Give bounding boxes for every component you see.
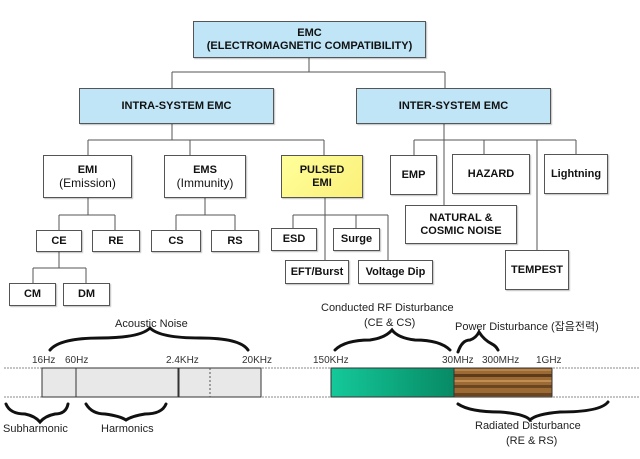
- tempest-label: TEMPEST: [511, 263, 563, 276]
- natural-line2: COSMIC NOISE: [420, 224, 502, 237]
- ce-label: CE: [51, 234, 67, 247]
- tempest-node: TEMPEST: [505, 250, 569, 290]
- pulsed-emi-line1: PULSED: [299, 163, 345, 176]
- radiated-sublabel: (RE & RS): [506, 435, 558, 447]
- conducted-band: [330, 367, 455, 398]
- tick-30mhz: 30MHz: [442, 355, 474, 366]
- ems-subtitle: (Immunity): [176, 175, 234, 190]
- acoustic-brace: [48, 325, 250, 352]
- harmonics-brace: [84, 402, 168, 422]
- emi-node: EMI (Emission): [43, 155, 132, 198]
- subharmonic-band: [41, 367, 77, 398]
- natural-cosmic-noise-node: NATURAL & COSMIC NOISE: [405, 205, 517, 244]
- emc-root-node: EMC (ELECTROMAGNETIC COMPATIBILITY): [193, 21, 426, 58]
- tick-60hz: 60Hz: [65, 355, 89, 366]
- radiated-band: [453, 367, 553, 398]
- hazard-label: HAZARD: [467, 167, 515, 180]
- cs-label: CS: [168, 234, 184, 247]
- conducted-rf-sublabel: (CE & CS): [364, 317, 416, 329]
- eft-burst-label: EFT/Burst: [290, 265, 344, 278]
- pulsed-emi-line2: EMI: [312, 176, 332, 189]
- dm-label: DM: [77, 288, 96, 300]
- surge-label: Surge: [340, 233, 373, 245]
- power-brace: [456, 328, 500, 354]
- emi-title: EMI: [77, 163, 98, 176]
- cm-label: CM: [23, 288, 42, 300]
- inter-system-label: INTER-SYSTEM EMC: [398, 99, 509, 112]
- tick-16hz: 16Hz: [32, 355, 56, 366]
- intra-system-label: INTRA-SYSTEM EMC: [121, 99, 232, 112]
- re-label: RE: [108, 234, 124, 247]
- emp-node: EMP: [390, 155, 437, 195]
- intra-system-emc-node: INTRA-SYSTEM EMC: [79, 88, 274, 124]
- voltage-dip-label: Voltage Dip: [365, 265, 426, 278]
- natural-line1: NATURAL &: [429, 211, 493, 224]
- subharmonic-label: Subharmonic: [3, 423, 68, 435]
- cm-node: CM: [9, 283, 56, 306]
- tick-150khz: 150KHz: [313, 355, 349, 366]
- tick-20khz: 20KHz: [242, 355, 273, 366]
- surge-node: Surge: [333, 228, 380, 251]
- power-disturbance-label: Power Disturbance (잡음전력): [455, 321, 599, 333]
- rs-node: RS: [211, 230, 259, 252]
- tick-1ghz: 1GHz: [536, 355, 562, 366]
- radiated-brace: [456, 400, 610, 423]
- emp-label: EMP: [401, 168, 426, 181]
- acoustic-noise-label: Acoustic Noise: [115, 318, 188, 330]
- ems-node: EMS (Immunity): [164, 155, 246, 198]
- emi-subtitle: (Emission): [59, 175, 116, 190]
- re-node: RE: [92, 230, 140, 252]
- eft-burst-node: EFT/Burst: [285, 260, 349, 284]
- esd-label: ESD: [282, 233, 306, 245]
- pulsed-emi-node: PULSED EMI: [281, 155, 363, 198]
- rs-label: RS: [227, 234, 243, 247]
- esd-node: ESD: [271, 228, 317, 251]
- dm-node: DM: [63, 283, 110, 306]
- conducted-brace: [333, 327, 452, 352]
- lightning-node: Lightning: [544, 154, 608, 194]
- hazard-node: HAZARD: [452, 154, 530, 194]
- cs-node: CS: [151, 230, 201, 252]
- harmonics-label: Harmonics: [101, 423, 154, 435]
- ce-node: CE: [36, 230, 82, 252]
- emc-root-title: EMC: [297, 26, 322, 39]
- emc-root-subtitle: (ELECTROMAGNETIC COMPATIBILITY): [206, 39, 413, 52]
- ems-title: EMS: [193, 163, 217, 176]
- voltage-dip-node: Voltage Dip: [358, 260, 433, 284]
- inter-system-emc-node: INTER-SYSTEM EMC: [356, 88, 551, 124]
- radiated-label: Radiated Disturbance: [475, 420, 581, 432]
- lightning-label: Lightning: [550, 167, 602, 180]
- conducted-rf-label: Conducted RF Disturbance: [321, 302, 454, 314]
- tick-300mhz: 300MHz: [482, 355, 520, 366]
- tick-2-4khz: 2.4KHz: [166, 355, 199, 366]
- audio-upper-band: [178, 367, 262, 398]
- subharmonic-brace: [4, 402, 70, 425]
- harmonics-band: [75, 367, 179, 398]
